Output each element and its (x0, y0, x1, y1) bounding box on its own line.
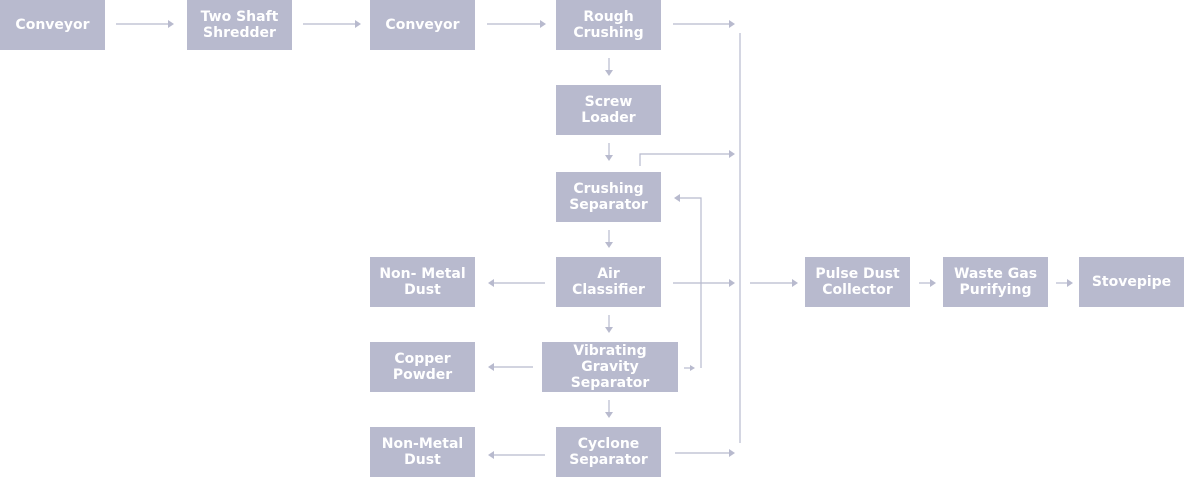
arrowhead (1067, 279, 1073, 287)
node-vibrating-gravity-separator: Vibrating Gravity Separator (542, 342, 678, 392)
arrowhead (168, 20, 174, 28)
arrowhead (729, 20, 735, 28)
node-two-shaft-shredder: Two Shaft Shredder (187, 0, 292, 50)
arrowhead (792, 279, 798, 287)
arrowhead (605, 70, 613, 76)
arrowhead (729, 150, 735, 158)
arrowhead (488, 279, 494, 287)
node-stovepipe: Stovepipe (1079, 257, 1184, 307)
node-air-classifier: Air Classifier (556, 257, 661, 307)
edge-vibrating-feedback (680, 197, 702, 368)
arrowhead (930, 279, 936, 287)
node-conveyor-2: Conveyor (370, 0, 475, 50)
arrowhead (355, 20, 361, 28)
node-rough-crushing: Rough Crushing (556, 0, 661, 50)
node-copper-powder: Copper Powder (370, 342, 475, 392)
arrowhead (605, 327, 613, 333)
node-crushing-separator: Crushing Separator (556, 172, 661, 222)
node-pulse-dust-collector: Pulse Dust Collector (805, 257, 910, 307)
arrowhead (674, 194, 680, 202)
edge-crushing-bus (639, 153, 729, 166)
node-non-metal-dust-2: Non-Metal Dust (370, 427, 475, 477)
arrowhead (729, 449, 735, 457)
arrowhead (605, 155, 613, 161)
arrowhead (729, 279, 735, 287)
arrowhead (540, 20, 546, 28)
node-non-metal-dust-1: Non- Metal Dust (370, 257, 475, 307)
node-conveyor-1: Conveyor (0, 0, 105, 50)
arrowhead (605, 412, 613, 418)
node-cyclone-separator: Cyclone Separator (556, 427, 661, 477)
arrowhead (488, 363, 494, 371)
node-waste-gas-purifying: Waste Gas Purifying (943, 257, 1048, 307)
node-screw-loader: Screw Loader (556, 85, 661, 135)
arrowhead (488, 451, 494, 459)
arrowhead (605, 242, 613, 248)
arrowhead (690, 365, 695, 371)
